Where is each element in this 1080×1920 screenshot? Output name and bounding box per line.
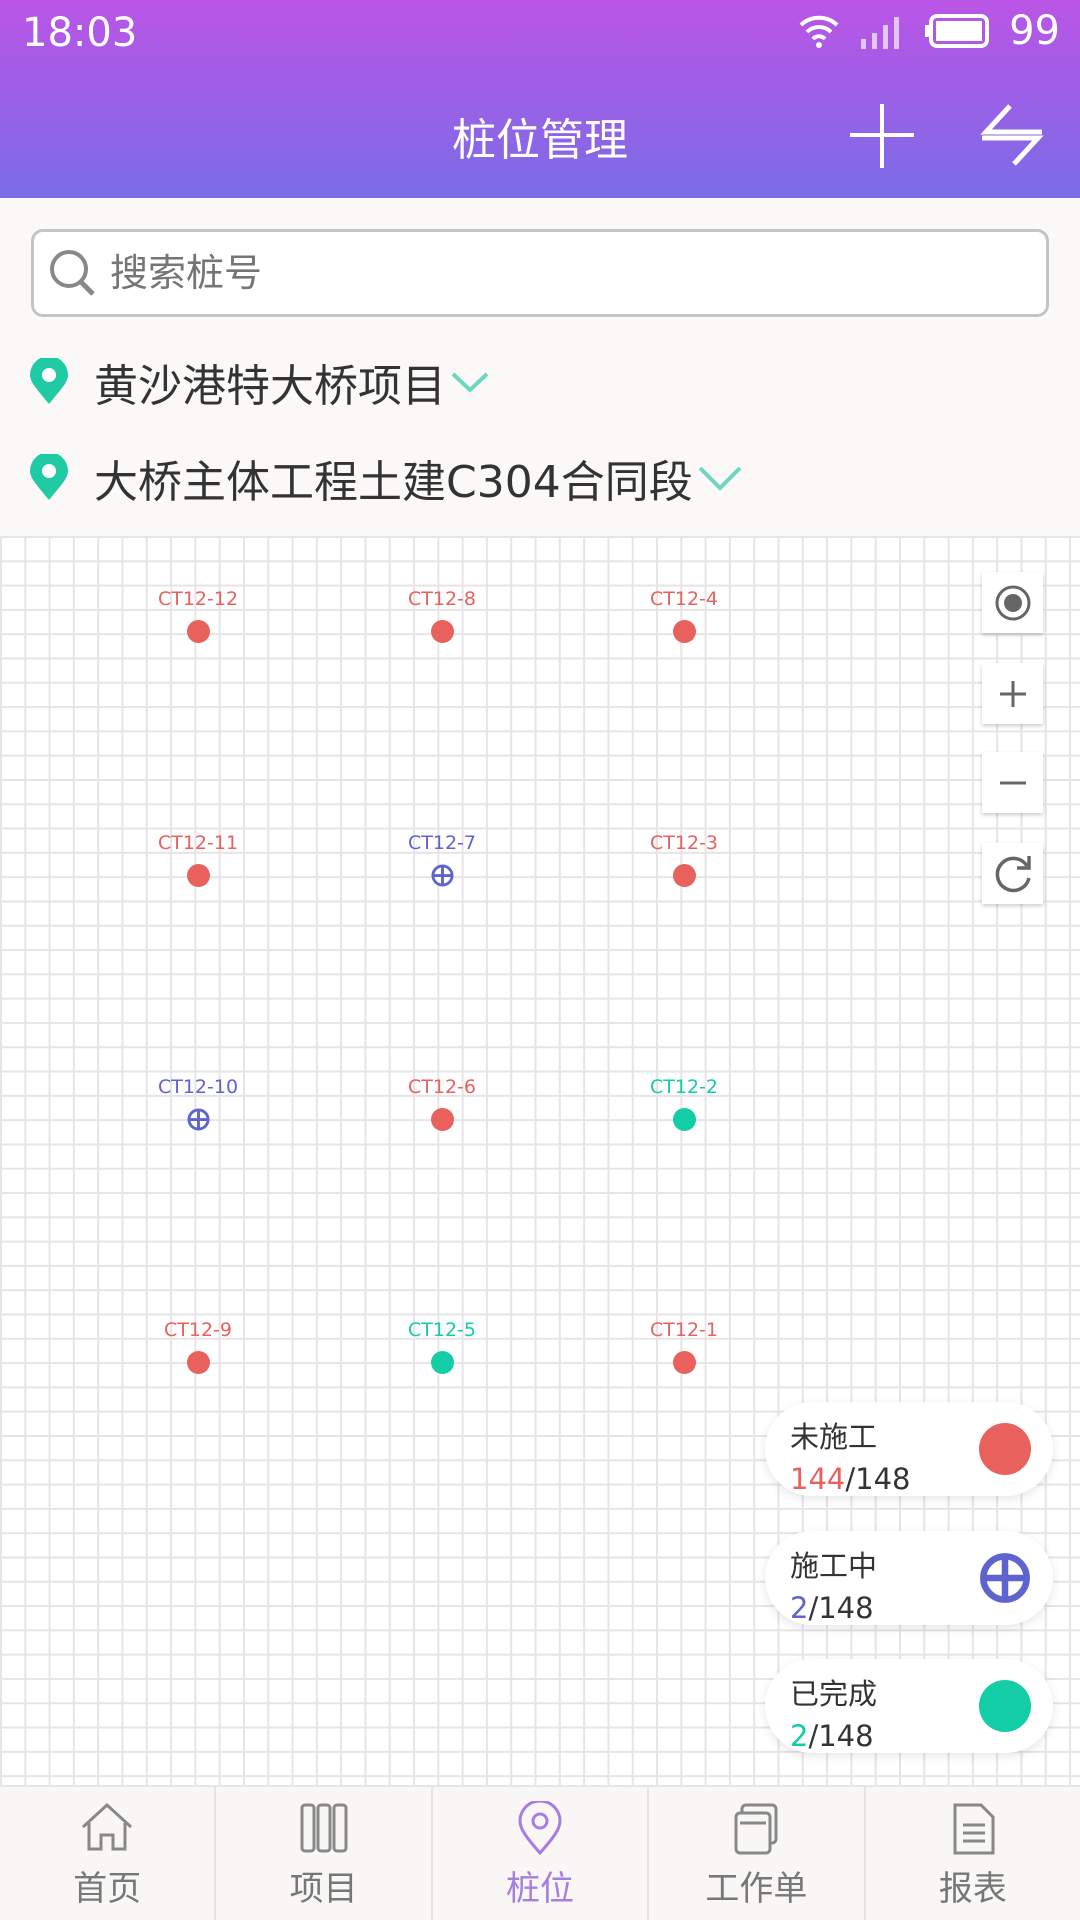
chevron-down-icon [451, 372, 489, 393]
pile-status-icon [430, 864, 454, 887]
location-pin-icon [30, 454, 68, 500]
pile-label: CT12-7 [408, 832, 476, 854]
nav-tab-label: 工作单 [705, 1869, 808, 1909]
switch-icon [980, 104, 1044, 166]
completed-status-icon [979, 1680, 1031, 1732]
chevron-down-icon [698, 466, 742, 491]
pile-status-icon [430, 1108, 454, 1131]
legend-total: /148 [845, 1462, 911, 1496]
legend-not_started[interactable]: 未施工 144/148 [765, 1402, 1053, 1496]
pile-status-icon [672, 864, 696, 887]
pile-label: CT12-3 [650, 832, 718, 854]
project-selector[interactable]: 黄沙港特大桥项目 [28, 350, 490, 414]
pile-marker[interactable]: CT12-12 [138, 588, 258, 643]
zoom-out-button[interactable] [982, 752, 1043, 813]
section-name: 大桥主体工程土建C304合同段 [94, 457, 693, 508]
status-time: 18:03 [22, 10, 138, 56]
legend-total: /148 [808, 1591, 874, 1625]
pile-label: CT12-11 [157, 832, 239, 854]
pile-marker[interactable]: CT12-6 [382, 1076, 502, 1131]
nav-tab-label: 首页 [73, 1869, 142, 1909]
pile-status-icon [186, 1108, 210, 1131]
pile-status-icon [672, 1351, 696, 1374]
nav-tab-label: 桩位 [506, 1869, 575, 1909]
wifi-icon [799, 15, 839, 48]
plus-icon [999, 680, 1026, 707]
nav-tab-label: 项目 [289, 1869, 358, 1909]
bottom-nav: 首页 项目 桩位 工作单 报表 [0, 1785, 1080, 1920]
app-header: 18:03 99 桩位管理 [0, 0, 1080, 198]
pile-status-icon [186, 864, 210, 887]
nav-tab-0[interactable]: 首页 [0, 1787, 217, 1920]
report-icon [953, 1803, 995, 1855]
pile-marker[interactable]: CT12-4 [624, 588, 744, 643]
pile-label: CT12-4 [650, 588, 718, 610]
battery-icon [925, 14, 990, 48]
pile-marker[interactable]: CT12-2 [624, 1076, 744, 1131]
refresh-icon [995, 855, 1031, 892]
pile-status-icon [672, 1108, 696, 1131]
minus-icon [999, 781, 1026, 784]
pile-label: CT12-6 [408, 1076, 476, 1098]
legend-count: 144 [790, 1462, 846, 1496]
pile-marker[interactable]: CT12-11 [138, 832, 258, 887]
plus-icon [850, 104, 914, 168]
legend-completed[interactable]: 已完成 2/148 [765, 1659, 1053, 1753]
pile-marker[interactable]: CT12-1 [624, 1319, 744, 1374]
page-title: 桩位管理 [452, 115, 628, 166]
legend-total: /148 [808, 1719, 874, 1753]
pile-marker[interactable]: CT12-3 [624, 832, 744, 887]
pile-status-icon [430, 620, 454, 643]
pile-label: CT12-10 [157, 1076, 239, 1098]
nav-tab-label: 报表 [938, 1869, 1007, 1909]
binders-icon [300, 1803, 348, 1853]
pile-label: CT12-12 [157, 588, 239, 610]
pile-label: CT12-9 [164, 1319, 232, 1341]
nav-tab-1[interactable]: 项目 [216, 1787, 433, 1920]
pile-status-icon [186, 1351, 210, 1374]
pile-marker[interactable]: CT12-10 [138, 1076, 258, 1131]
nav-tab-3[interactable]: 工作单 [649, 1787, 866, 1920]
add-button[interactable] [842, 95, 922, 175]
battery-level: 99 [1009, 8, 1060, 54]
search-input[interactable] [110, 251, 1010, 295]
status-icons: 99 [797, 8, 1060, 54]
legend-count: 2 [790, 1719, 809, 1753]
signal-icon [861, 17, 900, 49]
pile-label: CT12-8 [408, 588, 476, 610]
pile-marker[interactable]: CT12-5 [382, 1319, 502, 1374]
pile-label: CT12-2 [650, 1076, 718, 1098]
worksheet-icon [734, 1803, 778, 1855]
pile-marker[interactable]: CT12-8 [382, 588, 502, 643]
in_progress-status-icon [979, 1552, 1031, 1604]
nav-tab-4[interactable]: 报表 [866, 1787, 1080, 1920]
switch-button[interactable] [972, 95, 1052, 175]
locate-icon [995, 585, 1030, 620]
pile-status-icon [430, 1351, 454, 1374]
search-icon [50, 250, 95, 296]
search-box[interactable] [31, 229, 1049, 317]
pile-status-icon [186, 620, 210, 643]
section-selector[interactable]: 大桥主体工程土建C304合同段 [28, 446, 743, 510]
zoom-in-button[interactable] [982, 663, 1043, 724]
legend-label: 施工中 [790, 1549, 878, 1583]
legend-label: 未施工 [790, 1420, 878, 1454]
nav-tab-2[interactable]: 桩位 [433, 1787, 650, 1920]
locate-button[interactable] [982, 572, 1043, 633]
legend-in_progress[interactable]: 施工中 2/148 [765, 1531, 1053, 1625]
pile-label: CT12-1 [650, 1319, 718, 1341]
refresh-button[interactable] [982, 843, 1043, 904]
home-icon [82, 1802, 133, 1851]
project-name: 黄沙港特大桥项目 [94, 361, 446, 412]
location-icon [518, 1801, 562, 1856]
pile-label: CT12-5 [408, 1319, 476, 1341]
pile-marker[interactable]: CT12-9 [138, 1319, 258, 1374]
legend-label: 已完成 [790, 1677, 878, 1711]
not_started-status-icon [979, 1423, 1031, 1475]
legend-count: 2 [790, 1591, 809, 1625]
pile-marker[interactable]: CT12-7 [382, 832, 502, 887]
location-pin-icon [30, 358, 68, 404]
pile-status-icon [672, 620, 696, 643]
